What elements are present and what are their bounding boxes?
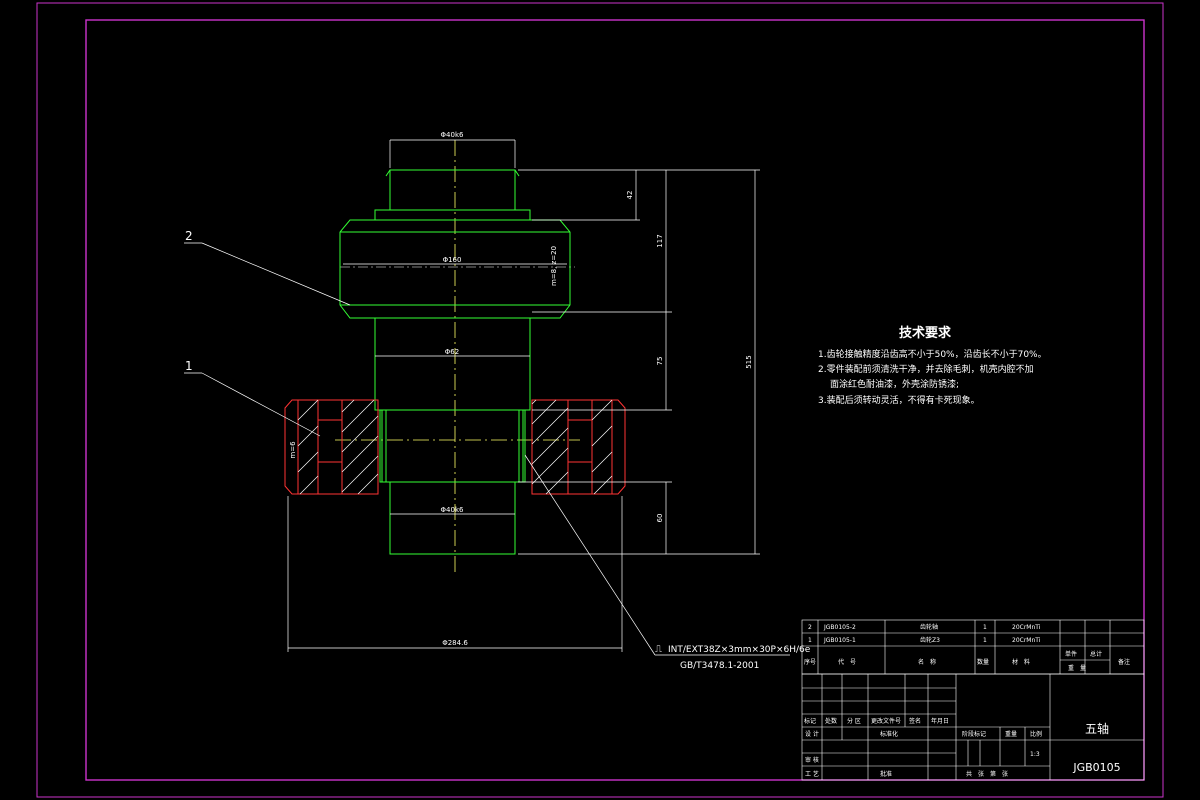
dim-117: 117 bbox=[656, 234, 664, 247]
leader-lines bbox=[184, 242, 790, 656]
dim-75: 75 bbox=[656, 357, 664, 366]
dim-top-diameter: Φ40k6 bbox=[441, 131, 464, 139]
tb-stage-mark: 阶段标记 bbox=[962, 730, 986, 738]
title-block bbox=[801, 673, 1145, 781]
part2-qty: 1 bbox=[983, 624, 987, 631]
tb-count: 处数 bbox=[825, 717, 837, 725]
tb-scale-value: 1:3 bbox=[1030, 751, 1040, 758]
gear-module-label: m=8, z=20 bbox=[550, 246, 558, 286]
tb-date: 年月日 bbox=[931, 717, 949, 725]
tech-item-4: 3.装配后须转动灵活，不得有卡死现象。 bbox=[818, 394, 980, 406]
dim-bottom-diameter: Φ40k6 bbox=[441, 506, 464, 514]
spline-note-line2: GB/T3478.1-2001 bbox=[680, 661, 759, 671]
dim-42: 42 bbox=[626, 191, 634, 200]
outer-frame bbox=[36, 2, 1164, 798]
dim-60: 60 bbox=[656, 514, 664, 523]
header-code: 代 号 bbox=[838, 658, 856, 666]
balloon-2: 2 bbox=[185, 229, 193, 243]
tech-item-1: 1.齿轮接触精度沿齿高不小于50%，沿齿长不小于70%。 bbox=[818, 348, 1047, 360]
part1-qty: 1 bbox=[983, 637, 987, 644]
tb-weight: 重量 bbox=[1005, 730, 1017, 738]
tb-part-name: 五轴 bbox=[1085, 721, 1109, 736]
header-total: 总计 bbox=[1090, 650, 1102, 658]
tb-design: 设 计 bbox=[805, 730, 819, 738]
header-material: 材 料 bbox=[1012, 658, 1030, 666]
tech-requirements-title: 技术要求 bbox=[899, 325, 952, 341]
tech-item-2: 2.零件装配前须清洗干净，并去除毛刺，机壳内腔不加 bbox=[818, 363, 1034, 375]
spline-symbol: ⎍ bbox=[655, 644, 662, 655]
flange-module-label: m=6 bbox=[289, 441, 297, 459]
balloon-1: 1 bbox=[185, 359, 193, 373]
part2-name: 齿轮轴 bbox=[920, 623, 938, 631]
dim-gear-diameter: Φ160 bbox=[443, 256, 462, 264]
header-name: 名 称 bbox=[918, 658, 936, 666]
tb-drawing-no: JGB0105 bbox=[1072, 761, 1120, 774]
dimension-lines bbox=[287, 139, 760, 652]
dim-515: 515 bbox=[745, 355, 753, 368]
gear-left-section bbox=[284, 399, 379, 495]
header-weight: 重 量 bbox=[1068, 664, 1086, 672]
part1-material: 20CrMnTi bbox=[1012, 637, 1041, 644]
part1-name: 齿轮Z3 bbox=[920, 636, 940, 644]
tb-scale-label: 比例 bbox=[1030, 730, 1042, 738]
dim-flange-diameter: Φ284.6 bbox=[442, 639, 468, 647]
tb-process: 工 艺 bbox=[805, 770, 819, 778]
header-qty: 数量 bbox=[977, 658, 989, 666]
part1-code: JGB0105-1 bbox=[823, 637, 856, 644]
inner-frame bbox=[85, 19, 1145, 781]
header-no: 序号 bbox=[804, 658, 816, 666]
gear-right-section bbox=[531, 399, 626, 495]
tb-standard: 标准化 bbox=[880, 730, 898, 738]
tb-zone: 分 区 bbox=[847, 717, 861, 725]
tb-review: 审 核 bbox=[805, 756, 819, 764]
part2-no: 2 bbox=[808, 624, 812, 631]
tb-mark: 标记 bbox=[804, 717, 816, 725]
header-remarks: 备注 bbox=[1118, 658, 1130, 666]
tech-item-3: 面涂红色耐油漆，外壳涂防锈漆; bbox=[830, 378, 959, 390]
spline-note-line1: INT/EXT38Z×3mm×30P×6H/6e bbox=[668, 645, 811, 655]
header-unit: 单件 bbox=[1065, 650, 1077, 658]
tb-sheets: 共 张 第 张 bbox=[966, 770, 1008, 778]
tech-requirements: 技术要求 1.齿轮接触精度沿齿高不小于50%，沿齿长不小于70%。 2.零件装配… bbox=[818, 325, 1047, 406]
dim-mid-diameter: Φ62 bbox=[445, 348, 459, 356]
part2-code: JGB0105-2 bbox=[823, 624, 856, 631]
shaft bbox=[339, 169, 571, 555]
tb-sign: 签名 bbox=[909, 717, 921, 725]
part1-no: 1 bbox=[808, 637, 812, 644]
part2-material: 20CrMnTi bbox=[1012, 624, 1041, 631]
tb-change-doc: 更改文件号 bbox=[871, 717, 901, 725]
tb-approve: 批准 bbox=[880, 770, 892, 778]
